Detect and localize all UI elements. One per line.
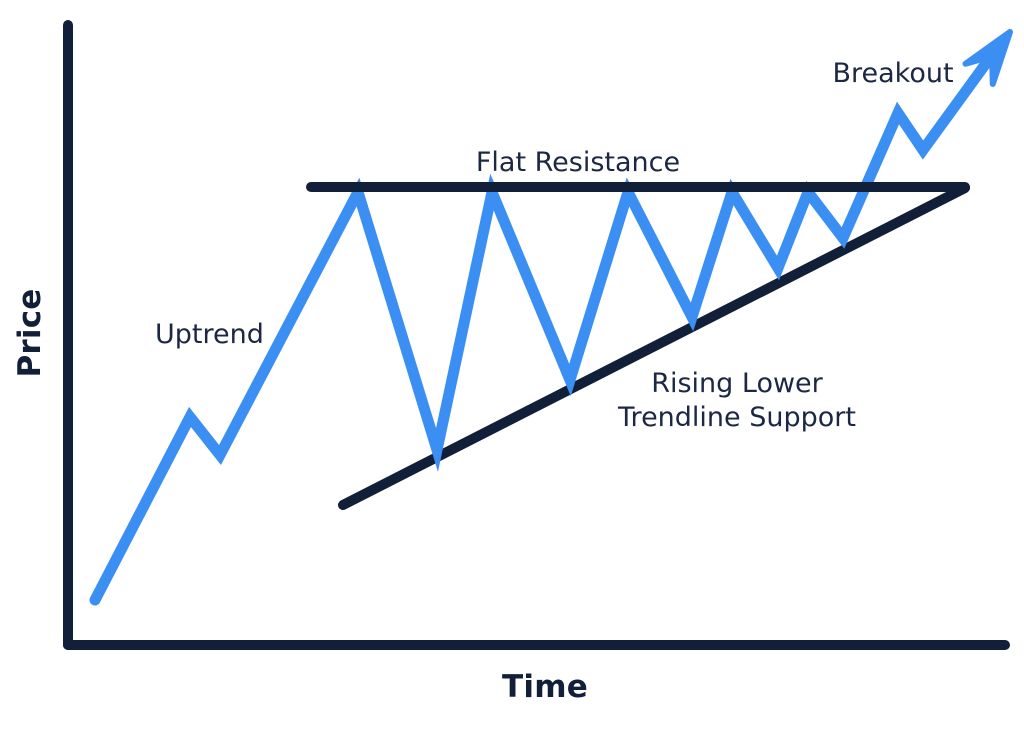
annotation-flat-resistance: Flat Resistance — [476, 147, 680, 178]
annotation-support-line-1: Rising Lower — [651, 368, 823, 399]
breakout-arrow-icon — [962, 29, 1013, 87]
annotation-breakout: Breakout — [832, 58, 953, 89]
x-axis-title: Time — [502, 669, 588, 705]
annotation-support-line-2: Trendline Support — [617, 402, 856, 433]
annotation-uptrend: Uptrend — [155, 319, 264, 350]
price-zigzag-line — [89, 41, 1004, 606]
y-axis-title: Price — [12, 288, 48, 377]
rising-support-trendline — [338, 183, 970, 510]
